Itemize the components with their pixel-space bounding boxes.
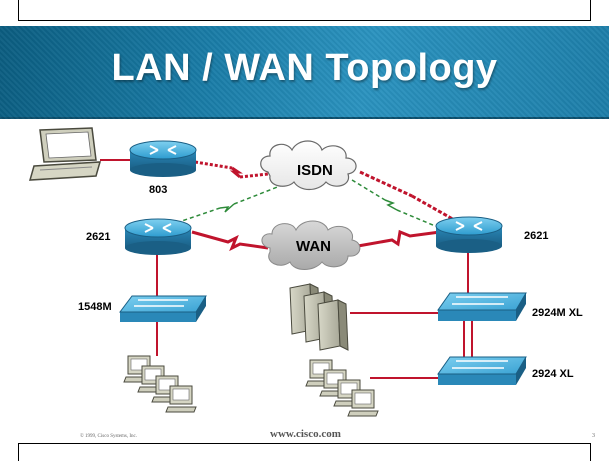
isdn-link-left-2621	[169, 185, 281, 226]
laptop-icon	[28, 127, 102, 181]
isdn-link-right-2621-red	[359, 170, 459, 224]
switch-2924m-xl-icon	[437, 292, 527, 321]
frame-right-tick-bottom	[590, 443, 591, 461]
router-2621-right-label: 2621	[524, 230, 549, 242]
isdn-link-803	[194, 160, 269, 179]
frame-right-tick-top	[590, 0, 591, 21]
frame-left-tick-top	[18, 0, 19, 21]
switch-2924m-xl-label: 2924M XL	[532, 307, 583, 319]
isdn-link-right-2621-green	[351, 179, 441, 229]
wan-cloud-label: WAN	[296, 238, 331, 255]
servers-icon	[289, 283, 349, 351]
switch-2924-xl-label: 2924 XL	[532, 368, 574, 380]
router-803-label: 803	[149, 184, 168, 196]
wan-link-left	[191, 230, 269, 252]
switch-2924-xl-icon	[437, 356, 527, 385]
switch-1548m-label: 1548M	[78, 301, 112, 313]
workstations-left-icon	[123, 355, 197, 413]
title-band	[0, 26, 609, 119]
isdn-cloud	[260, 140, 357, 191]
footer-copyright: © 1999, Cisco Systems, Inc.	[80, 434, 137, 439]
footer-url: www.cisco.com	[270, 428, 341, 440]
footer-page-number: 3	[592, 433, 595, 439]
router-803-icon	[129, 140, 197, 177]
frame-top-line	[18, 20, 590, 21]
page-title: LAN / WAN Topology	[111, 47, 498, 89]
wan-cloud	[261, 220, 361, 270]
router-2621-right-icon	[435, 216, 503, 253]
frame-left-tick-bottom	[18, 443, 19, 461]
router-2621-left-icon	[124, 218, 192, 255]
frame-bottom-line	[18, 443, 590, 444]
router-2621-left-label: 2621	[86, 231, 111, 243]
workstations-right-icon	[305, 359, 379, 417]
switch-1548m-icon	[119, 295, 207, 322]
isdn-cloud-label: ISDN	[297, 162, 333, 179]
wan-link-right	[357, 229, 441, 248]
